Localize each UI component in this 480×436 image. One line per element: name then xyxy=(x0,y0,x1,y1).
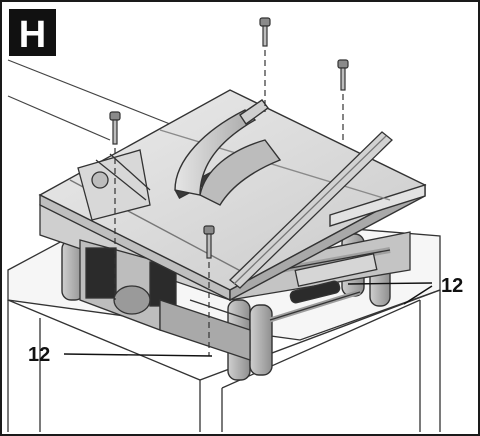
leader-left xyxy=(63,353,213,357)
screw-top-center xyxy=(259,17,271,112)
callout-right-label: 12 xyxy=(441,275,463,297)
miter-gauge xyxy=(77,149,151,221)
figure-letter-badge: H xyxy=(9,9,56,56)
screw-top-right xyxy=(337,59,349,140)
callout-left-label: 12 xyxy=(28,344,50,366)
screw-left xyxy=(109,111,121,300)
callout-leaders xyxy=(63,282,433,357)
figure-letter: H xyxy=(19,14,46,56)
extension-rail xyxy=(279,247,391,304)
rip-fence xyxy=(229,131,393,289)
screw-front xyxy=(203,225,215,356)
leader-right-upper xyxy=(347,282,433,285)
leader-right-lower xyxy=(403,285,433,305)
blade-guard xyxy=(174,99,282,206)
background-lines xyxy=(7,59,171,141)
screws xyxy=(109,17,349,356)
